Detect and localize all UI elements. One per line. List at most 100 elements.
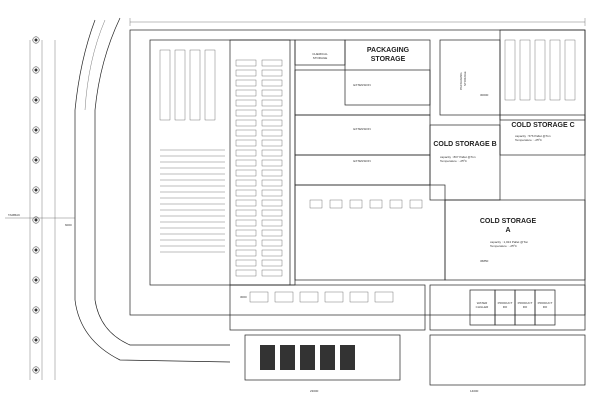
cooling-unit [504, 39, 516, 101]
svg-text:STORAGE: STORAGE [463, 71, 467, 86]
rack-bay [235, 169, 257, 177]
production-machine [309, 199, 323, 209]
production-machine [329, 199, 343, 209]
rack-bay [261, 269, 283, 277]
cold-storage-c-title: COLD STORAGE C [511, 122, 574, 129]
tree-icon [32, 276, 40, 284]
lower-building [229, 284, 426, 331]
storage-rows-right [159, 39, 576, 121]
rack-bay [235, 209, 257, 217]
process-line [174, 49, 186, 121]
tree-center [34, 188, 38, 192]
svg-text:PRODUCT: PRODUCT [538, 301, 553, 305]
tree-icon [32, 36, 40, 44]
equipment-block [274, 291, 294, 303]
rack-bay [261, 179, 283, 187]
tree-center [34, 218, 38, 222]
tree-icon [32, 66, 40, 74]
svg-text:CHEMICAL: CHEMICAL [312, 52, 328, 56]
production-machine [409, 199, 423, 209]
equipment-block [374, 291, 394, 303]
tree-center [34, 308, 38, 312]
water-chiller: WATER CHILLER [469, 289, 496, 326]
utility-block [429, 284, 586, 331]
process-line [189, 49, 201, 121]
extension-1 [294, 69, 431, 116]
svg-text:EXTENSION: EXTENSION [353, 159, 370, 163]
tree-row [32, 36, 40, 374]
tree-icon [32, 336, 40, 344]
tree-center [34, 128, 38, 132]
rack-bay [261, 139, 283, 147]
product-ro-units: PRODUCT RO PRODUCT RO PRODUCT RO [494, 289, 556, 326]
tree-center [34, 38, 38, 42]
tree-center [34, 98, 38, 102]
production-machine [389, 199, 403, 209]
tree-icon [32, 366, 40, 374]
main-building [129, 29, 586, 316]
tree-icon [32, 126, 40, 134]
packaging-storage-2 [439, 39, 501, 116]
chemical-storage [294, 39, 346, 66]
rack-bay [261, 249, 283, 257]
svg-text:STORAGE: STORAGE [313, 56, 328, 60]
dim-14000: 14000 [470, 389, 479, 393]
svg-text:EXTENSION: EXTENSION [353, 83, 370, 87]
rack-bay [261, 129, 283, 137]
svg-text:RO: RO [523, 305, 528, 309]
rack-bay [261, 219, 283, 227]
svg-text:RO: RO [503, 305, 508, 309]
tree-icon [32, 96, 40, 104]
dim-23000: 23000 [310, 389, 319, 393]
left-road [29, 17, 231, 380]
tree-center [34, 248, 38, 252]
tree-center [34, 278, 38, 282]
rack-bay [261, 119, 283, 127]
rack-bay [235, 179, 257, 187]
rack-bay [261, 259, 283, 267]
rack-bay [261, 79, 283, 87]
generator-unit [260, 345, 275, 370]
machine-blocks [249, 199, 423, 370]
rack-bay [235, 259, 257, 267]
dim-3000: 3000 [240, 295, 247, 299]
svg-text:WATER: WATER [477, 301, 488, 305]
tree-center [34, 368, 38, 372]
tambak-label: TAMBAK [8, 213, 20, 217]
rack-bay [235, 99, 257, 107]
cooling-unit [519, 39, 531, 101]
rack-bay [261, 59, 283, 67]
svg-text:capacity : 576 Pallet @Ton: capacity : 576 Pallet @Ton [515, 134, 551, 138]
svg-text:PRODUCT: PRODUCT [518, 301, 533, 305]
packaging-storage-title: PACKAGING [367, 47, 410, 54]
rack-bay [235, 109, 257, 117]
svg-text:Temperature : -25ºC: Temperature : -25ºC [440, 159, 468, 163]
rack-bay [261, 159, 283, 167]
rack-bay [261, 109, 283, 117]
rack-bay [261, 199, 283, 207]
tree-center [34, 68, 38, 72]
rack-bay [261, 209, 283, 217]
rack-bay [235, 89, 257, 97]
rack-bay [235, 249, 257, 257]
rack-bay [235, 239, 257, 247]
dim-30000: 30000 [480, 93, 489, 97]
process-line [159, 49, 171, 121]
machine-room [244, 334, 401, 381]
cold-storage-a-title: COLD STORAGE [480, 218, 537, 225]
cold-storage-b-title: COLD STORAGE B [433, 141, 496, 148]
cooling-unit [549, 39, 561, 101]
production-machine [369, 199, 383, 209]
rack-bay [235, 219, 257, 227]
rack-bay [235, 199, 257, 207]
process-line [204, 49, 216, 121]
equipment-block [249, 291, 269, 303]
svg-text:RO: RO [543, 305, 548, 309]
cooling-unit [534, 39, 546, 101]
rack-bay [235, 129, 257, 137]
generator-unit [300, 345, 315, 370]
generator-unit [280, 345, 295, 370]
svg-text:Temperature : -25ºC: Temperature : -25ºC [515, 138, 543, 142]
rack-bay [261, 189, 283, 197]
rack-bay [235, 139, 257, 147]
